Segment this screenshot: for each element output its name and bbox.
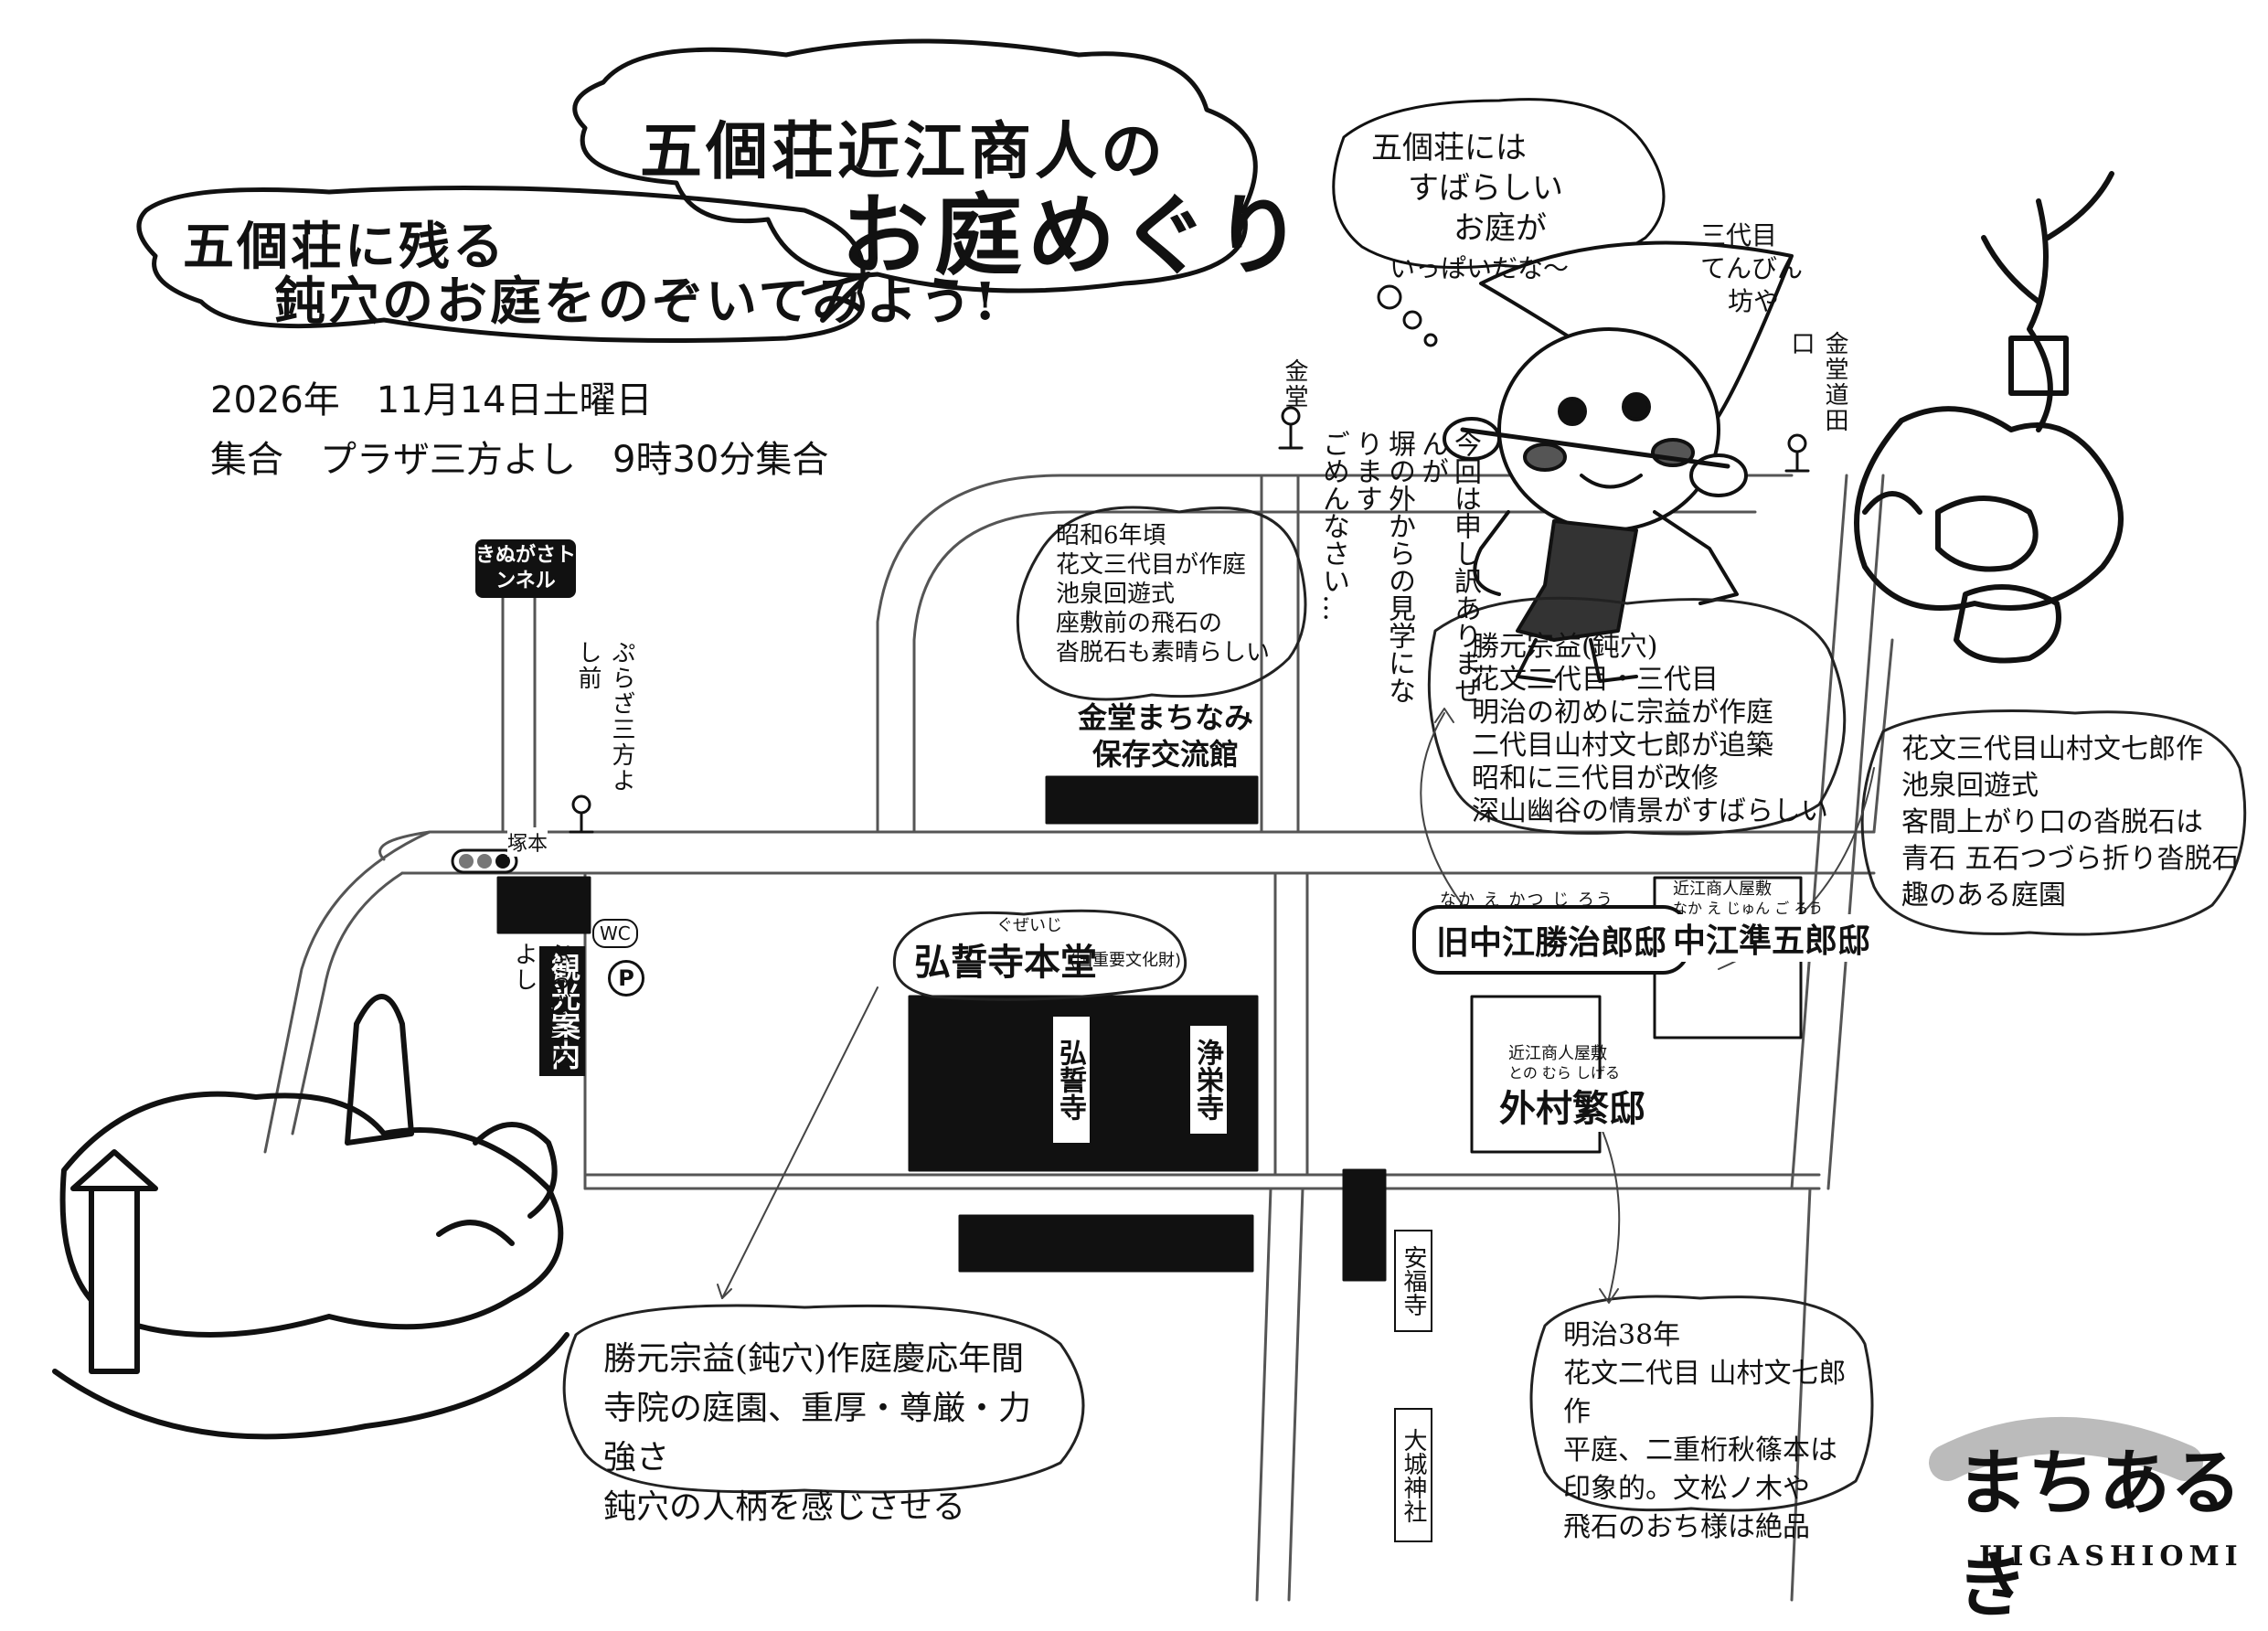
character-apology: 今回は申し訳ありませんが 塀の外からの見学になります ごめんなさい… [1317,430,1481,704]
nakae-jungoro-reading: なか え じゅん ご ろう [1673,900,1824,917]
character-name: 三代目 てんびん 坊や [1700,220,1804,316]
guzeiji-hondo-note: (国重要文化財) [1070,951,1182,970]
nakae-jungoro-header: 近江商人屋敷 [1673,879,1772,899]
thought-bubble [1332,98,1666,269]
garden-sketch-right [1854,171,2124,664]
note-meiji38: 明治38年 花文二代目 山村文七郎作 平庭、二重桁秋篠本は 印象的。文松ノ木や … [1563,1319,1847,1543]
note-bubble-showa [1016,506,1307,701]
subtitle-line2: 鈍穴のお庭をのぞいてみよう! [274,272,999,332]
oshiro-jinja-sign: 大城神社 [1394,1408,1432,1542]
guzeiji-reading: ぐぜいじ [996,916,1062,935]
guzeiji-sign: 弘誓寺 [1051,1015,1091,1145]
plaza-sanpo-label: ぷらざ三方よし [510,942,571,1070]
tourist-info-sign: 観光案内所 [505,946,585,1076]
note-katsumoto: 勝元宗益(鈍穴) 花文二代目・三代目 明治の初めに宗益が作庭 二代目山村文七郎が… [1472,631,1828,827]
garden-sketch-left [52,994,570,1440]
bus-stop-signs [569,406,1810,834]
event-date: 2026年 11月14日土曜日 [210,379,653,421]
note-bubble-meiji [1529,1295,1874,1512]
bus-stop-kindou-michida: 金堂道田口 [1787,331,1848,433]
note-keiou: 勝元宗益(鈍穴)作庭慶応年間 寺院の庭園、重厚・尊厳・力強さ 鈍穴の人柄を感じさ… [603,1340,1032,1526]
tsukamoto-label: 塚本 [507,827,548,857]
higashiomi-logo-text: HIGASHIOMI [1979,1540,2243,1572]
tonomura-reading: との むら しげる [1508,1064,1621,1082]
note-bubble-keiou [562,1304,1085,1494]
machiaruki-logo: まちあるき [1956,1442,2242,1627]
nakae-jungoro-label: 中江準五郎邸 [1673,914,1871,962]
hozon-kouryukan-label: 金堂まちなみ保存交流館 [1077,700,1253,772]
guzeiji-bubble [892,909,1187,1001]
kinugasa-tunnel-sign: きぬがさトンネル [475,539,576,598]
bus-stop-kindou: 金堂 [1281,358,1308,410]
note-showa6: 昭和6年頃 花文三代目が作庭 池泉回遊式 座敷前の飛石の 沓脱石も素晴らしい [1056,522,1271,666]
subtitle-banner [136,186,866,343]
parking-icon: P [608,960,644,997]
nakae-katsujiro-label: 旧中江勝治郎邸 [1412,905,1691,975]
character-thought: 五個荘には すばらしい お庭が いっぱいだな〜 [1371,130,1570,283]
jouei-ji-sign: 浄栄寺 [1188,1024,1229,1135]
bus-stop-plaza: ぷらざ三方よし前 [574,640,635,794]
road-network [263,474,1894,1602]
note-bubble-katsumoto [1427,596,1847,836]
event-meeting: 集合 プラザ三方よし 9時30分集合 [210,439,829,481]
tenbin-bouya-illustration [1443,240,1794,683]
tonomura-label: 外村繁邸 [1499,1079,1645,1132]
logo-swoosh [1929,1417,2203,1481]
note-hanabun3: 花文三代目山村文七郎作 池泉回遊式 客間上がり口の沓脱石は 青石 五石つづら折り… [1901,733,2240,911]
subtitle-line1: 五個荘に残る [183,217,506,277]
title-cloud [572,38,1258,293]
building-silhouettes [496,775,1803,1282]
note-bubble-hanabun [1860,709,2247,936]
anpuku-ji-sign: 安福寺 [1394,1230,1432,1332]
title-line2: お庭めぐり [841,184,1307,287]
guzeiji-hondo-label: 弘誓寺本堂 [914,942,1097,984]
tonomura-header: 近江商人屋敷 [1508,1044,1607,1063]
title-line1: 五個荘近江商人の [640,115,1167,188]
traffic-signal [451,848,518,874]
wc-icon: WC [592,919,638,948]
nakae-katsujiro-reading: なか え かつ じ ろう [1440,890,1614,910]
